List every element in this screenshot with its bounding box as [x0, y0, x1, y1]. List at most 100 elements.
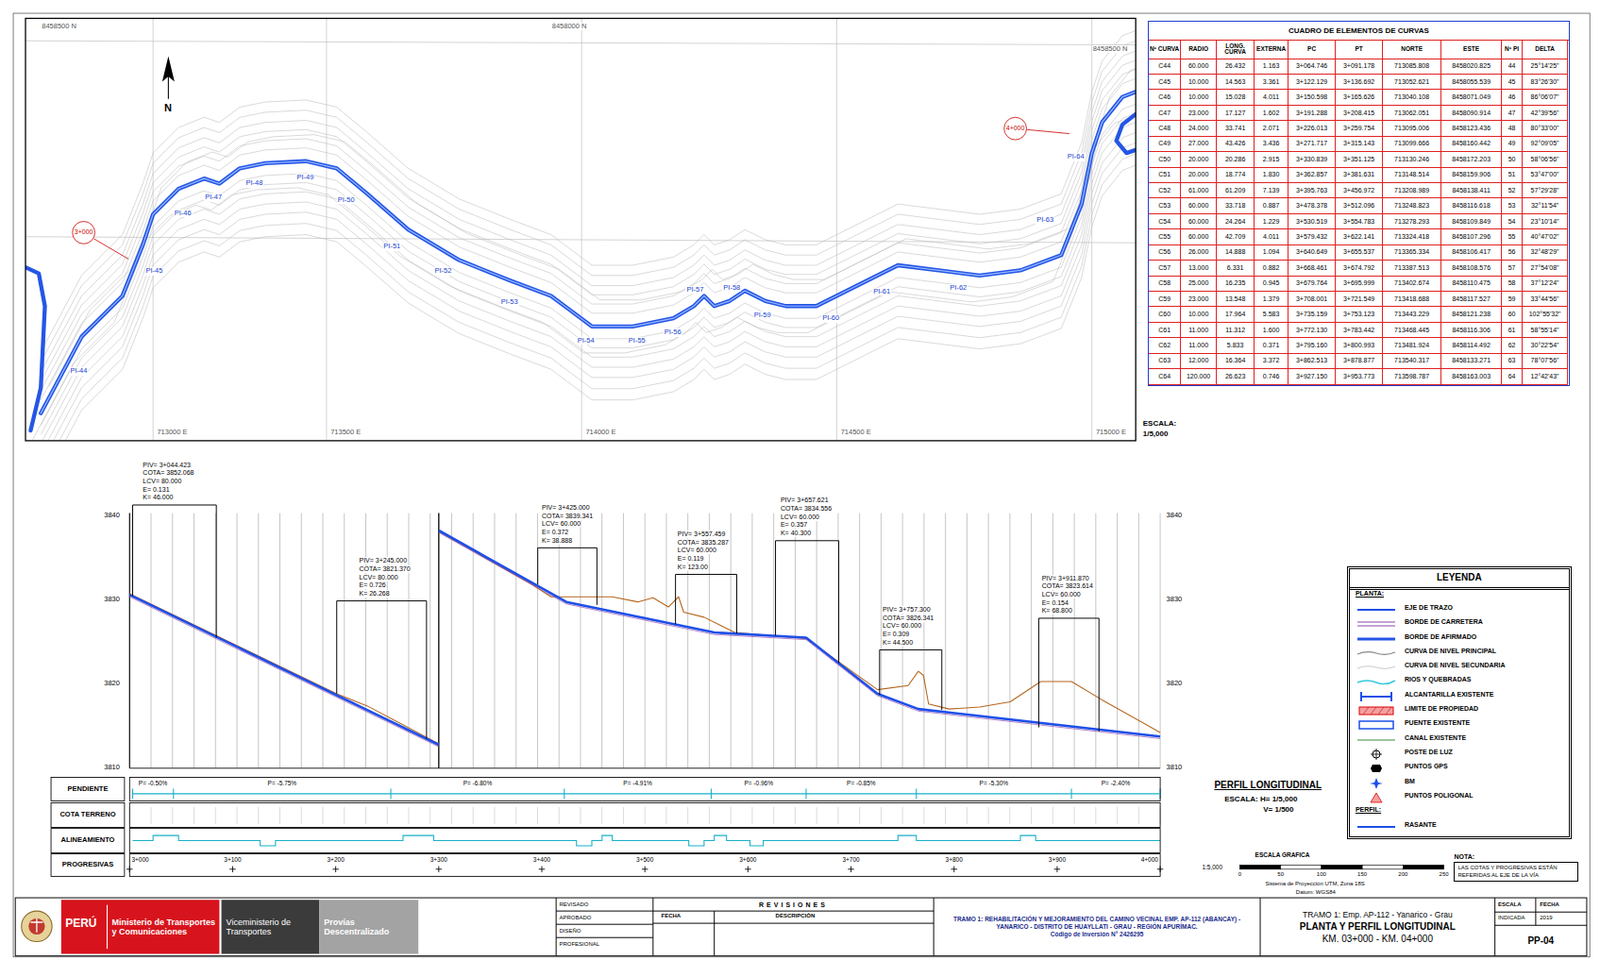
elevation-tick [751, 807, 753, 825]
table-cell: 92°09'05" [1522, 136, 1568, 152]
legend-sample [1355, 661, 1398, 674]
pi-label: PI-44 [69, 367, 89, 376]
station-mark [847, 866, 854, 873]
field-label: DISEÑO [558, 927, 581, 935]
table-cell: 14.888 [1216, 245, 1255, 261]
table-cell: 10.000 [1180, 89, 1217, 105]
ministry-name: Ministerio de Transportes y Comunicacion… [108, 899, 220, 954]
legend-text: BM [1404, 777, 1415, 786]
table-cell: 24.000 [1180, 120, 1217, 136]
grid-line [365, 513, 367, 769]
table-cell: 3+381.631 [1335, 168, 1383, 184]
elevation-tick [429, 807, 431, 825]
table-cell: 3+674.792 [1335, 260, 1383, 276]
station-label: 3+500 [636, 856, 654, 863]
table-cell: 1.094 [1254, 245, 1289, 261]
profile-lines [129, 530, 1161, 747]
vertical-curve-data: E= 0.726 [359, 581, 387, 590]
legend-sample [1355, 633, 1398, 645]
table-cell: 3+708.001 [1288, 291, 1336, 307]
legend-text: ALCANTARILLA EXISTENTE [1404, 690, 1495, 699]
station-label: 3+000 [131, 856, 149, 863]
table-cell: 8458107.296 [1441, 229, 1502, 245]
vertical-curve-data: K= 123.00 [677, 563, 708, 572]
grid-line [151, 513, 152, 769]
grade-label: P= -6.80% [390, 779, 565, 787]
km-markers [72, 117, 1070, 259]
agency-name: Provías Descentralizado [319, 899, 419, 954]
vertical-curve-data: LCV= 60.000 [677, 546, 717, 555]
elevation-tick [1116, 807, 1118, 825]
elevation-tick [665, 807, 667, 825]
legend-text: BORDE DE AFIRMADO [1404, 633, 1477, 641]
scale-title: ESCALA GRAFICA [1255, 851, 1311, 859]
table-cell: 37°12'24" [1522, 276, 1568, 292]
box-heading: REVISIONES [653, 897, 934, 911]
profile-break [437, 513, 439, 769]
elevation-label: 3820 [1166, 679, 1183, 689]
grid-line [387, 513, 388, 769]
table-cell: C53 [1148, 198, 1181, 214]
grid-line [1116, 513, 1118, 769]
table-header: Nº PI [1501, 40, 1523, 60]
table-header: Nº CURVA [1148, 40, 1181, 60]
table-cell: 3+772.130 [1288, 322, 1336, 338]
legend-text: CURVA DE NIVEL SECUNDARIA [1404, 661, 1506, 670]
table-cell: 1.600 [1254, 322, 1289, 338]
table-cell: 33°44'56" [1522, 291, 1568, 307]
profile-grid [126, 513, 1163, 873]
table-cell: 1.830 [1254, 168, 1289, 184]
table-cell: 47 [1501, 105, 1523, 121]
table-cell: C52 [1148, 183, 1181, 199]
elevation-tick [923, 807, 925, 825]
elevation-tick [387, 807, 388, 825]
pi-label: PI-58 [722, 284, 742, 293]
table-cell: 12°42'43" [1522, 369, 1568, 385]
elevation-tick [343, 807, 345, 825]
table-cell: 43.426 [1216, 136, 1255, 152]
vertical-curve-data: COTA= 3835.287 [677, 538, 729, 547]
legend-row: PUENTE EXISTENTE [1355, 718, 1566, 732]
table-cell: 80°33'00" [1522, 120, 1568, 136]
vertical-curve-data: PIV= 3+757.300 [882, 606, 931, 614]
grid-line [644, 513, 646, 769]
station-mark [436, 866, 442, 873]
table-cell: 33.718 [1216, 198, 1255, 214]
elevation-tick [451, 807, 453, 825]
table-cell: 3+927.150 [1288, 369, 1336, 385]
elevation-tick [537, 807, 539, 825]
table-cell: 3+783.442 [1335, 322, 1383, 338]
vertical-curve-data: E= 0.309 [882, 630, 910, 639]
scale-number: 100 [1316, 871, 1327, 878]
pi-label: PI-61 [872, 287, 892, 297]
table-cell: 713418.688 [1382, 291, 1442, 307]
legend-sample [1355, 777, 1398, 790]
box-heading: TRAMO 1: Emp. AP-112 - Yanarico - Grau [1302, 909, 1453, 921]
table-cell: 33.741 [1216, 120, 1255, 136]
pi-label: PI-46 [173, 209, 193, 219]
box-heading: CUADRO DE ELEMENTOS DE CURVAS [1148, 21, 1568, 41]
table-cell: 3+795.160 [1288, 337, 1336, 354]
pi-label: PI-60 [821, 314, 841, 323]
vertical-curve-data: PIV= 3+557.459 [677, 530, 726, 539]
table-cell: 713324.418 [1382, 229, 1442, 245]
table-cell: 0.945 [1254, 276, 1289, 292]
elevation-label: 3820 [103, 679, 120, 689]
grid-line [558, 513, 560, 769]
pi-label: PI-50 [336, 196, 356, 205]
grid-line [923, 513, 925, 769]
table-cell: 8458117.527 [1441, 291, 1502, 307]
vertical-curve-data: E= 0.119 [677, 555, 705, 563]
grid-line [1030, 513, 1032, 769]
station-label: 4+000 [1141, 856, 1159, 863]
km-marker-label: 3+000 [74, 228, 94, 236]
table-cell: 61.209 [1216, 183, 1255, 199]
grid-line [1160, 513, 1162, 769]
table-cell: 45 [1501, 74, 1523, 90]
table-cell: 713365.334 [1382, 245, 1442, 261]
grid-edge [129, 513, 131, 769]
grid-coordinate: 714500 E [840, 428, 873, 438]
vertical-curve-data: E= 0.154 [1042, 599, 1069, 607]
pi-label: PI-56 [663, 328, 683, 337]
band-header: PROGRESIVAS [50, 854, 125, 877]
